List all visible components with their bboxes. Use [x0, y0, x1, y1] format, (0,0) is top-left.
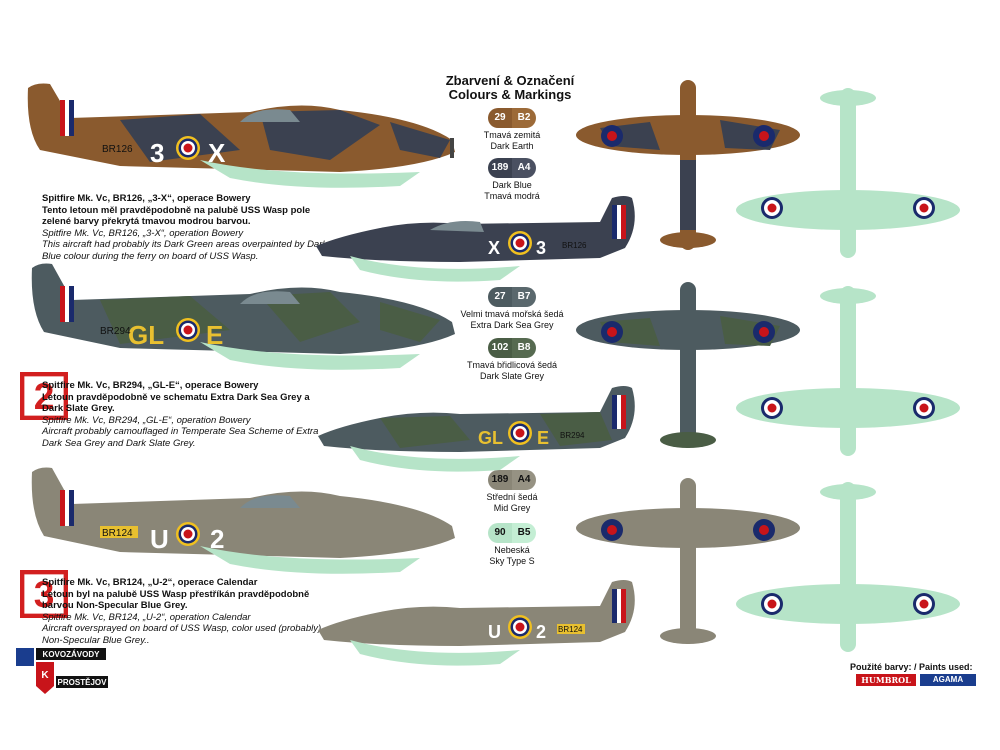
- caption-scheme-2: Spitfire Mk. Vc, BR294, „GL-E“, operace …: [42, 380, 319, 449]
- code-letter-left: 3: [150, 138, 164, 168]
- code-letter-right: X: [208, 138, 226, 168]
- svg-text:KOVOZÁVODY: KOVOZÁVODY: [43, 650, 101, 659]
- serial-number: BR294: [100, 326, 131, 337]
- colour-ref: B5: [512, 523, 536, 543]
- colours-markings-header: Zbarvení & Označení Colours & Markings: [410, 74, 610, 102]
- colour-chip-dark-blue: 189 A4: [488, 158, 536, 178]
- serial-number: BR126: [102, 144, 133, 155]
- colour-ref: B2: [512, 108, 536, 128]
- plan-under-3: [736, 482, 960, 652]
- serial-number: BR124: [102, 528, 133, 539]
- caption-scheme-1: Spitfire Mk. Vc, BR126, „3-X“, operace B…: [42, 193, 328, 262]
- profile-large-3: U 2 BR124: [31, 467, 455, 574]
- kovozavody-logo: KOVOZÁVODY K PROSTĚJOV: [16, 648, 108, 694]
- code-letter-small-left: GL: [478, 428, 503, 448]
- profile-large-2: GL E BR294: [31, 263, 455, 370]
- code-letter-small-right: 3: [536, 238, 546, 258]
- humbrol-brand: HUMBROL: [856, 674, 916, 686]
- scheme-number-2: 2: [20, 372, 68, 420]
- colour-code: 189: [488, 470, 512, 490]
- colour-ref: B7: [512, 287, 536, 307]
- profile-small-3: U 2 BR124: [318, 580, 635, 666]
- serial-number-small: BR124: [558, 625, 583, 634]
- svg-text:PROSTĚJOV: PROSTĚJOV: [58, 678, 108, 687]
- code-letter-right: 2: [210, 524, 224, 554]
- code-letter-small-left: X: [488, 238, 500, 258]
- svg-text:3: 3: [34, 573, 55, 615]
- colour-chip-dark-slate-grey: 102 B8: [488, 338, 536, 358]
- colour-chip-extra-dark-sea-grey: 27 B7: [488, 287, 536, 307]
- profile-small-2: GL E BR294: [318, 386, 635, 472]
- colour-chip-dark-earth: 29 B2: [488, 108, 536, 128]
- serial-number-small: BR126: [562, 241, 587, 250]
- plan-top-3: [576, 478, 800, 644]
- code-letter-left: U: [150, 524, 169, 554]
- colour-code: 90: [488, 523, 512, 543]
- profile-large-1: 3 X BR126: [27, 83, 455, 188]
- colour-ref: A4: [512, 470, 536, 490]
- colour-ref: A4: [512, 158, 536, 178]
- plan-under-2: [736, 286, 960, 456]
- scheme-number-3: 3: [20, 570, 68, 618]
- colour-code: 27: [488, 287, 512, 307]
- colour-code: 29: [488, 108, 512, 128]
- colour-ref: B8: [512, 338, 536, 358]
- serial-number-small: BR294: [560, 431, 585, 440]
- plan-under-1: [736, 88, 960, 258]
- paints-used-label: Použité barvy: / Paints used:: [850, 662, 973, 672]
- colour-chip-mid-grey: 189 A4: [488, 470, 536, 490]
- header-title-en: Colours & Markings: [448, 87, 572, 102]
- profile-small-1: X 3 BR126: [316, 196, 635, 282]
- svg-text:K: K: [41, 670, 49, 681]
- agama-brand: AGAMA: [920, 674, 976, 686]
- header-title-cz: Zbarvení & Označení: [445, 73, 575, 88]
- colour-code: 102: [488, 338, 512, 358]
- code-letter-right: E: [206, 320, 223, 350]
- svg-text:2: 2: [34, 375, 55, 417]
- code-letter-small-left: U: [488, 622, 501, 642]
- plan-top-2: [576, 282, 800, 448]
- colour-chip-sky: 90 B5: [488, 523, 536, 543]
- code-letter-small-right: E: [537, 428, 549, 448]
- caption-scheme-3: Spitfire Mk. Vc, BR124, „U-2“, operace C…: [42, 577, 322, 646]
- plan-top-1: [576, 80, 800, 250]
- colour-code: 189: [488, 158, 512, 178]
- code-letter-left: GL: [128, 320, 164, 350]
- code-letter-small-right: 2: [536, 622, 546, 642]
